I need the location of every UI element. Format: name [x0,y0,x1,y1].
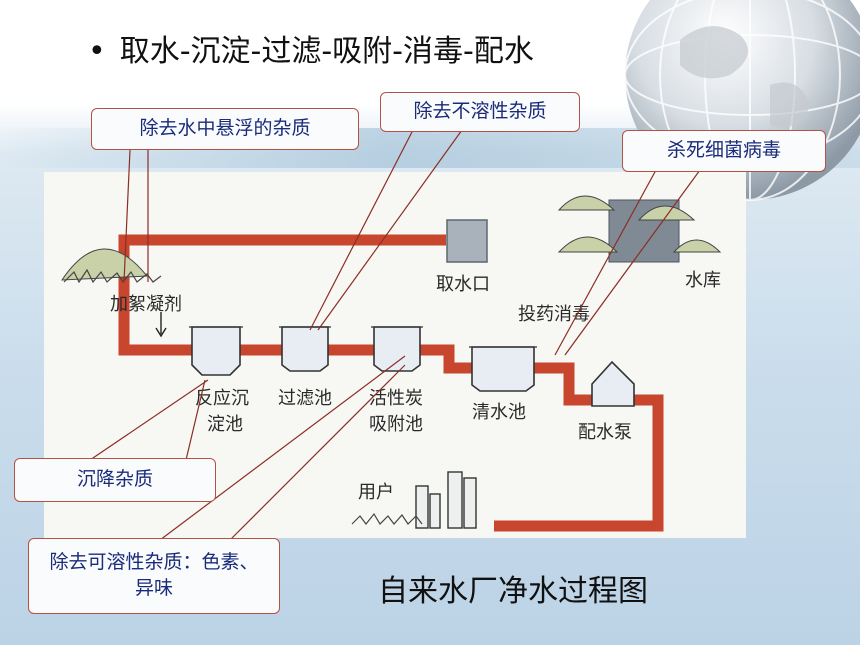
ground-grass [351,512,423,525]
callout-soluble: 除去可溶性杂质：色素、异味 [28,538,280,614]
water-treatment-diagram: 取水口 水库 加絮凝剂 投药消毒 反应沉 淀池 过滤池 活性炭 吸附池 清水池 … [44,172,746,538]
diagram-caption: 自来水厂净水过程图 [378,574,648,609]
page-title: • 取水-沉淀-过滤-吸附-消毒-配水 [88,26,534,70]
user-buildings [415,471,477,529]
pipe-segment-4 [534,362,592,406]
callout-settle: 沉降杂质 [14,458,216,502]
carbon-tank-label-2: 吸附池 [369,414,423,435]
reservoir-icon [557,195,722,263]
pipe-segment-5 [494,394,664,532]
carbon-tank-label-1: 活性炭 [369,388,423,409]
grass-icon [63,268,162,284]
flocculant-label: 加絮凝剂 [110,294,182,315]
pump-house [591,360,635,407]
reaction-tank-label-2: 淀池 [207,414,243,435]
intake-box [446,219,488,263]
intake-label: 取水口 [436,274,490,295]
callout-insoluble: 除去不溶性杂质 [380,92,580,132]
callout-suspended: 除去水中悬浮的杂质 [91,108,359,150]
callout-soluble-text: 除去可溶性杂质：色素、异味 [49,551,259,599]
callout-kill: 杀死细菌病毒 [622,130,826,172]
clear-tank-label: 清水池 [472,402,526,423]
disinfect-label: 投药消毒 [518,304,590,325]
user-label: 用户 [358,482,394,503]
pump-label: 配水泵 [578,422,632,443]
filter-tank-label: 过滤池 [278,388,332,409]
title-text: 取水-沉淀-过滤-吸附-消毒-配水 [119,34,534,69]
tree-icon [61,248,149,281]
intake-pipe [118,234,446,356]
reservoir-label: 水库 [685,270,721,291]
bullet-icon: • [88,34,106,69]
reaction-tank-label-1: 反应沉 [195,388,249,409]
pipe-segment-3 [420,344,472,374]
